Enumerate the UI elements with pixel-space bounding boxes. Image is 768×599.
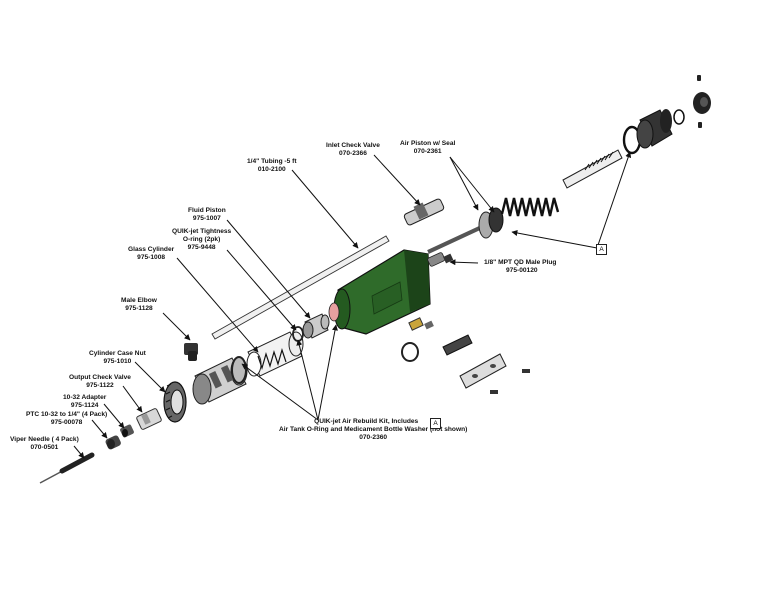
inlet-check-valve-part	[403, 198, 445, 226]
main-housing-part	[328, 249, 431, 335]
qd-plug-part	[427, 252, 454, 267]
label-needle: Viper Needle ( 4 Pack)070-0501	[10, 436, 79, 451]
ptc-fitting-part	[105, 435, 121, 450]
leader-lines	[73, 151, 632, 459]
oring-part-1	[231, 356, 247, 384]
male-elbow-part	[184, 343, 198, 361]
output-check-valve-part	[136, 408, 162, 430]
air-piston-part	[427, 207, 504, 254]
glass-cylinder-holder-part	[192, 356, 248, 405]
label-ptc: PTC 10-32 to 1/4" (4 Pack)975-00078	[26, 411, 108, 426]
end-cap-part	[636, 75, 711, 149]
callout-box-a-top: A	[596, 244, 607, 255]
tubing-part	[211, 235, 390, 340]
mount-parts	[401, 317, 530, 394]
viper-needle-part	[39, 452, 95, 484]
spring-part	[500, 197, 560, 217]
case-nut-part	[163, 381, 187, 423]
fluid-piston-part	[302, 313, 330, 339]
rod-part	[562, 149, 623, 189]
callout-box-a-kit: A	[430, 418, 441, 429]
adapter-part	[120, 424, 134, 438]
